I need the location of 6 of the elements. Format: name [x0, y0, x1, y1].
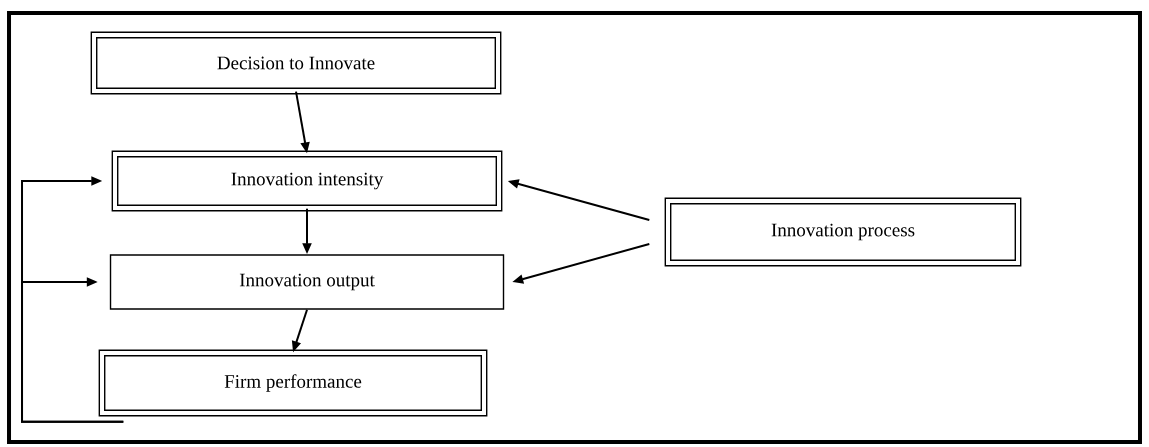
- arrow: [21, 277, 125, 423]
- process-box: Innovation output: [109, 254, 505, 310]
- process-box: Innovation intensity: [111, 150, 503, 212]
- process-box: Decision to Innovate: [90, 31, 502, 95]
- process-box: Firm performance: [98, 349, 488, 417]
- process-box: Innovation process: [664, 197, 1022, 267]
